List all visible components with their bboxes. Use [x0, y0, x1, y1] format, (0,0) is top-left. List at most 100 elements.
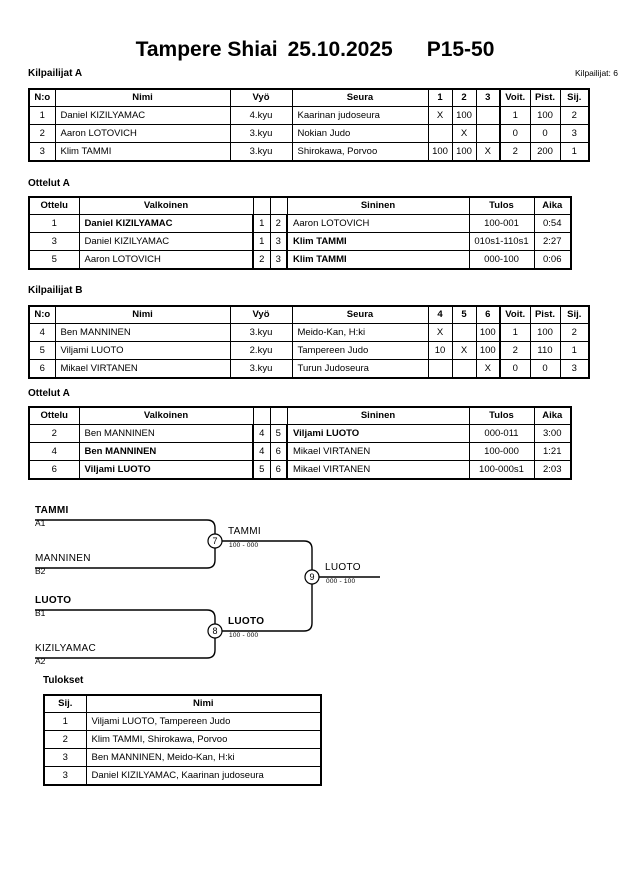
bracket-line-kizilyamac — [35, 638, 216, 659]
bracket-entry-seed-3: B1 — [35, 608, 46, 618]
bracket-entry-seed-2: B2 — [35, 566, 46, 576]
match-circle-7 — [207, 533, 223, 549]
col-grade: Vyö — [229, 305, 293, 324]
results-section: Tulokset — [43, 675, 83, 686]
col-m6: 6 — [475, 305, 501, 324]
cell-m4: 10 — [427, 341, 453, 360]
cell-blue-no: 6 — [269, 442, 288, 461]
table-row: 5 Aaron LOTOVICH 2 3 Klim TAMMI 000-100 … — [28, 250, 572, 270]
pool-a-caption: Kilpailijat A — [28, 68, 83, 79]
col-time: Aika — [533, 196, 572, 215]
cell-name: Viljami LUOTO — [54, 341, 231, 360]
cell-m1 — [427, 124, 453, 143]
cell-white: Daniel KIZILYAMAC — [78, 214, 254, 233]
cell-name: Mikael VIRTANEN — [54, 359, 231, 379]
bracket-entry-seed-1: A1 — [35, 518, 46, 528]
cell-name: Ben MANNINEN, Meido-Kan, H:ki — [85, 748, 322, 767]
bouts-a-caption: Ottelut A — [28, 178, 70, 189]
event-date: 25.10.2025 — [287, 38, 393, 61]
cell-blue: Mikael VIRTANEN — [286, 460, 470, 480]
bouts-a-table: Ottelu Valkoinen Sininen Tulos Aika 1 Da… — [28, 196, 572, 270]
cell-m1: 100 — [427, 142, 453, 162]
cell-rank: 2 — [43, 730, 87, 749]
bracket-final-score: 000 - 100 — [326, 578, 356, 585]
bouts-a-header-row: Ottelu Valkoinen Sininen Tulos Aika — [28, 196, 572, 215]
cell-wins: 0 — [499, 124, 531, 143]
cell-m2: X — [451, 124, 477, 143]
cell-m6: 100 — [475, 341, 501, 360]
cell-grade: 3.kyu — [229, 142, 293, 162]
col-points: Pist. — [529, 305, 561, 324]
col-rank: Sij. — [43, 694, 87, 713]
col-rank: Sij. — [559, 88, 590, 107]
cell-points: 100 — [529, 106, 561, 125]
cell-result: 100-001 — [468, 214, 535, 233]
cell-white: Ben MANNINEN — [78, 442, 254, 461]
cell-no: 3 — [28, 142, 56, 162]
cell-grade: 3.kyu — [229, 323, 293, 342]
col-grade: Vyö — [229, 88, 293, 107]
cell-bout: 3 — [28, 232, 80, 251]
cell-bout: 6 — [28, 460, 80, 480]
cell-white-no: 5 — [252, 460, 271, 480]
results-table: Sij. Nimi 1 Viljami LUOTO, Tampereen Jud… — [43, 694, 322, 786]
col-time: Aika — [533, 406, 572, 425]
cell-name: Klim TAMMI, Shirokawa, Porvoo — [85, 730, 322, 749]
cell-club: Meido-Kan, H:ki — [291, 323, 429, 342]
cell-m6: X — [475, 359, 501, 379]
cell-time: 2:27 — [533, 232, 572, 251]
cell-wins: 2 — [499, 142, 531, 162]
col-bout: Ottelu — [28, 196, 80, 215]
cell-points: 0 — [529, 124, 561, 143]
cell-white-no: 2 — [252, 250, 271, 270]
bracket-entry-name-2: MANNINEN — [35, 553, 91, 564]
cell-points: 100 — [529, 323, 561, 342]
cell-result: 010s1-110s1 — [468, 232, 535, 251]
cell-m5 — [451, 359, 477, 379]
cell-m5 — [451, 323, 477, 342]
cell-rank: 1 — [559, 142, 590, 162]
cell-result: 100-000 — [468, 442, 535, 461]
table-row: 6 Viljami LUOTO 5 6 Mikael VIRTANEN 100-… — [28, 460, 572, 480]
table-row: 4 Ben MANNINEN 4 6 Mikael VIRTANEN 100-0… — [28, 442, 572, 461]
cell-m3 — [475, 124, 501, 143]
bracket-line-semifinal-7-out — [222, 540, 313, 570]
cell-points: 200 — [529, 142, 561, 162]
col-m5: 5 — [451, 305, 477, 324]
cell-rank: 3 — [43, 766, 87, 786]
event-category: P15-50 — [426, 38, 495, 61]
col-m4: 4 — [427, 305, 453, 324]
col-result: Tulos — [468, 196, 535, 215]
cell-wins: 2 — [499, 341, 531, 360]
col-wins: Voit. — [499, 88, 531, 107]
table-row: 3 Daniel KIZILYAMAC, Kaarinan judoseura — [43, 766, 322, 786]
cell-white-no: 4 — [252, 442, 271, 461]
cell-time: 2:03 — [533, 460, 572, 480]
cell-bout: 4 — [28, 442, 80, 461]
bracket-semifinal-winner-7: TAMMI — [228, 526, 261, 537]
table-row: 2 Klim TAMMI, Shirokawa, Porvoo — [43, 730, 322, 749]
cell-blue: Klim TAMMI — [286, 250, 470, 270]
event-name: Tampere Shiai — [135, 38, 278, 61]
bracket-lines — [35, 519, 380, 659]
cell-grade: 2.kyu — [229, 341, 293, 360]
bouts-b-header-row: Ottelu Valkoinen Sininen Tulos Aika — [28, 406, 572, 425]
col-m1: 1 — [427, 88, 453, 107]
bouts-b-caption: Ottelut A — [28, 388, 70, 399]
bracket-line-tammi — [35, 519, 216, 534]
cell-m5: X — [451, 341, 477, 360]
bracket-line-luoto — [35, 609, 216, 624]
table-row: 1 Daniel KIZILYAMAC 4.kyu Kaarinan judos… — [28, 106, 590, 125]
bracket-entry-name-4: KIZILYAMAC — [35, 643, 96, 654]
pool-b-caption: Kilpailijat B — [28, 285, 83, 296]
table-row: 5 Viljami LUOTO 2.kyu Tampereen Judo 10 … — [28, 341, 590, 360]
cell-no: 5 — [28, 341, 56, 360]
bracket-line-manninen — [35, 548, 216, 569]
pool-a-header-row: N:o Nimi Vyö Seura 1 2 3 Voit. Pist. Sij… — [28, 88, 590, 107]
cell-rank: 3 — [559, 359, 590, 379]
cell-name: Klim TAMMI — [54, 142, 231, 162]
cell-club: Tampereen Judo — [291, 341, 429, 360]
col-blue: Sininen — [286, 196, 470, 215]
col-blue-no — [269, 196, 288, 215]
cell-blue: Mikael VIRTANEN — [286, 442, 470, 461]
